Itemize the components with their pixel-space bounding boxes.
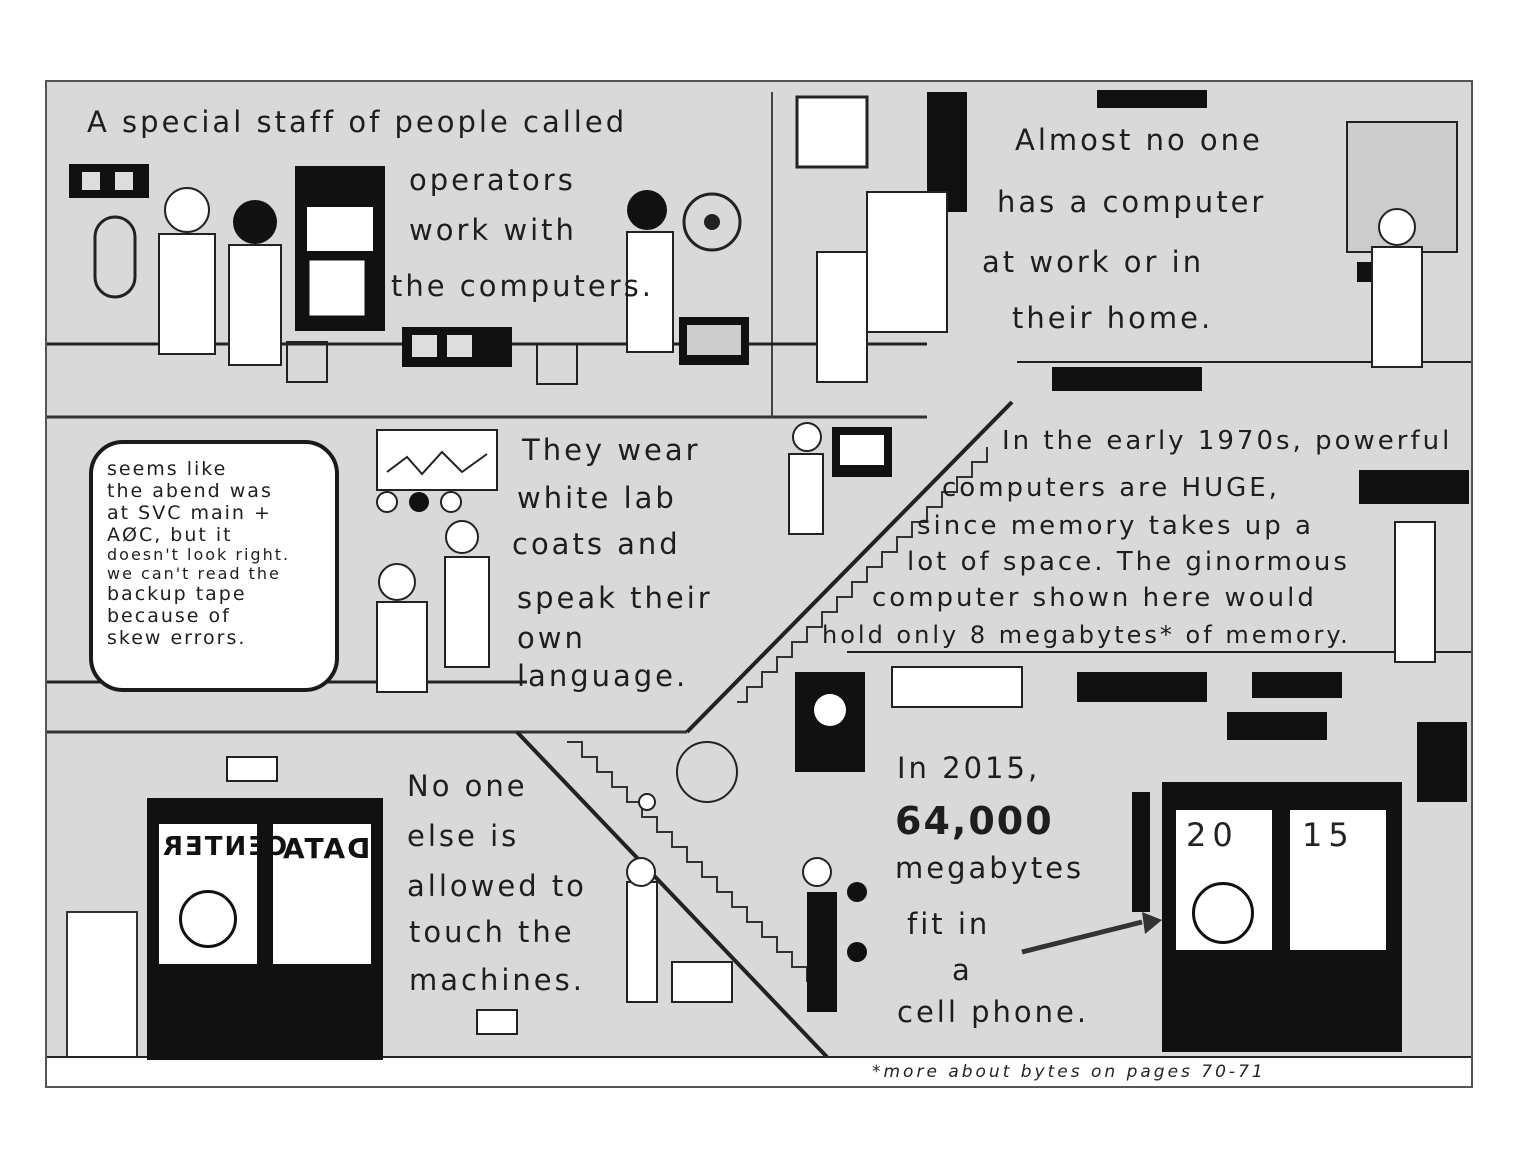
caption-almost-line2: has a computer [997,185,1267,219]
speech-bubble: seems like the abend was at SVC main + A… [89,440,339,692]
door-label-data: DATA [281,832,371,865]
bubble-line: the abend was [107,480,273,503]
caption-2015-line3: megabytes [895,851,1085,885]
door-window-right [1290,810,1386,950]
caption-2015-line4: fit in [907,907,991,941]
caption-labcoats-line5: own [517,621,586,655]
caption-huge-line2: computers are HUGE, [942,473,1280,503]
caption-operators-line4: the computers. [391,269,654,303]
caption-almost-line4: their home. [1012,301,1214,335]
caption-operators-line1: A special staff of people called [87,105,628,139]
bubble-line: we can't read the [107,563,281,583]
caption-operators-line2: operators [409,163,576,197]
caption-operators-line3: work with [409,213,577,247]
caption-2015-line1: In 2015, [897,751,1041,785]
caption-huge-line1: In the early 1970s, powerful [1002,426,1453,456]
bubble-line: seems like [107,458,228,480]
caption-labcoats-line2: white lab [517,481,677,515]
caption-labcoats-line3: coats and [512,527,681,561]
caption-noone-line5: machines. [409,963,585,997]
caption-noone-line4: touch the [409,915,575,949]
caption-almost-line3: at work or in [982,245,1205,279]
caption-huge-line3: since memory takes up a [917,511,1314,541]
door-window-right [273,824,371,964]
door-label-center: CENTER [161,832,288,862]
child-face [179,890,237,948]
caption-huge-line5: computer shown here would [872,583,1317,613]
bubble-line: doesn't look right. [107,545,291,565]
data-center-door: CENTER DATA [147,798,383,1060]
background-machinery-art [47,90,1471,1086]
bubble-line: backup tape [107,583,247,606]
caption-2015-line5: a [952,953,973,987]
door-number-20: 20 [1186,816,1239,854]
bubble-line: at SVC main + [107,502,272,525]
illustration-spread: CENTER DATA 20 15 A special staff of peo… [45,80,1473,1088]
door-number-15: 15 [1302,816,1355,854]
caption-almost-line1: Almost no one [1015,123,1263,157]
footnote: *more about bytes on pages 70-71 [872,1062,1266,1082]
bubble-line: skew errors. [107,627,247,650]
caption-noone-line2: else is [407,819,520,853]
phone-door: 20 15 [1162,782,1402,1052]
caption-huge-line4: lot of space. The ginormous [907,547,1350,577]
caption-huge-line6: hold only 8 megabytes* of memory. [822,621,1351,649]
bubble-line: AØC, but it [107,524,233,547]
caption-labcoats-line6: language. [517,659,689,693]
caption-2015-line2: 64,000 [895,799,1054,843]
caption-labcoats-line4: speak their [517,581,713,615]
bubble-line: because of [107,605,231,628]
caption-noone-line3: allowed to [407,869,587,903]
caption-labcoats-line1: They wear [522,433,701,467]
caption-2015-line6: cell phone. [897,995,1090,1029]
person-with-phone [1192,882,1254,944]
caption-noone-line1: No one [407,769,528,803]
